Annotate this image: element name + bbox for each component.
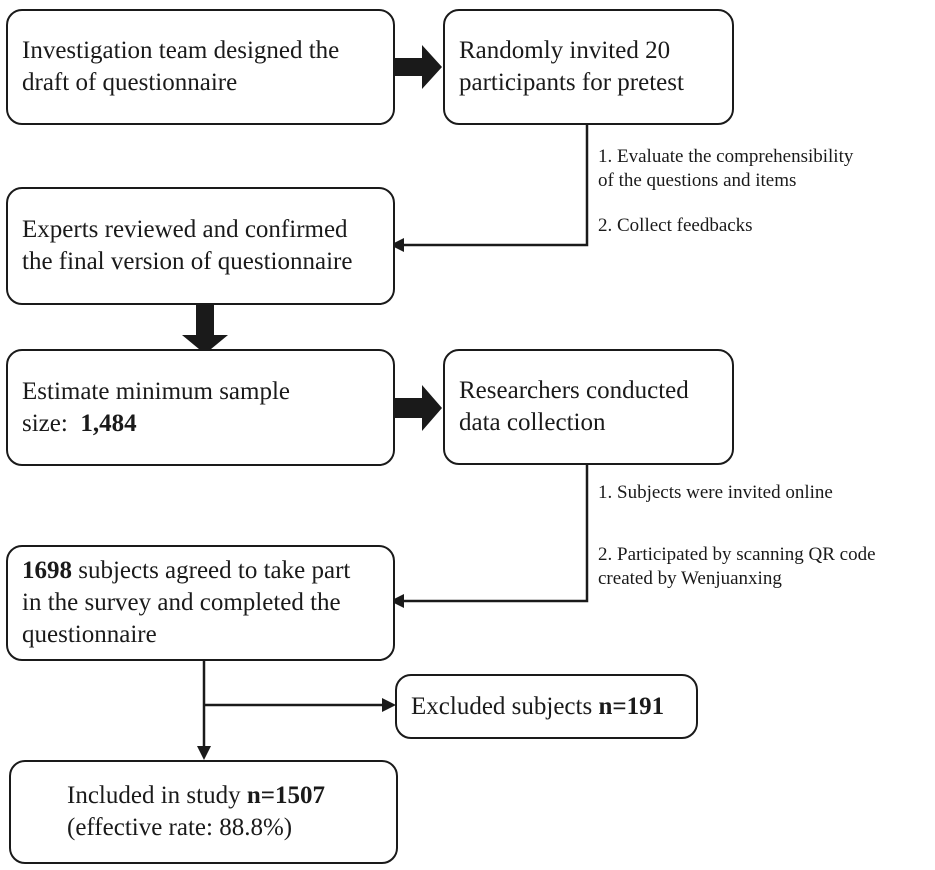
note-collection-step1-text: 1. Subjects were invited online	[598, 482, 833, 503]
arrowhead-agreed	[390, 594, 404, 608]
note-pretest-step1-line1: 1. Evaluate the comprehensibility	[598, 146, 854, 167]
node-agreed-line1-suffix: subjects agreed to take part	[72, 557, 351, 584]
node-excluded: Excluded subjects n=191	[395, 674, 698, 739]
block-arrow-review-to-sample	[182, 305, 228, 354]
node-included-line2: (effective rate: 88.8%)	[67, 814, 293, 841]
note-collection-step2: 2. Participated by scanning QR code crea…	[598, 543, 876, 591]
block-arrow-design-to-pretest	[395, 45, 442, 89]
note-pretest-step1: 1. Evaluate the comprehensibility of the…	[598, 145, 853, 193]
connector-collection-to-agreed	[400, 465, 589, 603]
node-sample-size-line2: size: 1,484	[22, 408, 379, 440]
node-data-collection-line1: Researchers conducted	[459, 377, 689, 404]
connector-pretest-to-review	[400, 125, 589, 247]
node-data-collection: Researchers conducted data collection	[443, 349, 734, 465]
node-included-value: n=1507	[246, 782, 325, 809]
node-pretest-line1: Randomly invited 20	[459, 37, 671, 64]
node-expert-review-line1: Experts reviewed and confirmed	[22, 216, 348, 243]
node-included-line1: Included in study n=1507	[67, 780, 382, 812]
node-sample-size-line1: Estimate minimum sample	[22, 377, 291, 405]
node-agreed-line1: 1698 subjects agreed to take part	[22, 555, 379, 587]
note-pretest-step2-text: 2. Collect feedbacks	[598, 215, 753, 236]
block-arrow-sample-to-collection	[395, 385, 442, 431]
arrowhead-excluded	[382, 698, 396, 712]
node-sample-size: Estimate minimum sample size: 1,484	[6, 349, 395, 466]
node-excluded-label: Excluded subjects	[411, 692, 599, 720]
node-excluded-line: Excluded subjects n=191	[411, 691, 682, 723]
node-agreed-line3: questionnaire	[22, 621, 157, 648]
node-expert-review: Experts reviewed and confirmed the final…	[6, 187, 395, 305]
node-design-draft-line1: Investigation team designed the	[22, 37, 340, 64]
node-design-draft: Investigation team designed the draft of…	[6, 9, 395, 125]
node-excluded-value: n=191	[598, 692, 665, 720]
node-sample-size-prefix: size:	[22, 409, 81, 437]
note-pretest-step2: 2. Collect feedbacks	[598, 214, 753, 238]
node-pretest: Randomly invited 20 participants for pre…	[443, 9, 734, 125]
node-included-label: Included in study	[67, 782, 247, 809]
note-pretest-step1-line2: of the questions and items	[598, 170, 797, 191]
node-sample-size-value: 1,484	[80, 409, 137, 437]
node-data-collection-line2: data collection	[459, 409, 606, 436]
node-agreed-count: 1698	[22, 557, 72, 584]
arrowhead-included	[197, 746, 211, 760]
node-agreed: 1698 subjects agreed to take part in the…	[6, 545, 395, 661]
node-design-draft-line2: draft of questionnaire	[22, 69, 238, 96]
note-collection-step2-line2: created by Wenjuanxing	[598, 568, 782, 589]
node-agreed-line2: in the survey and completed the	[22, 589, 341, 616]
note-collection-step1: 1. Subjects were invited online	[598, 481, 833, 505]
arrowhead-review	[390, 238, 404, 252]
node-included: Included in study n=1507 (effective rate…	[9, 760, 398, 864]
node-expert-review-line2: the final version of questionnaire	[22, 248, 353, 275]
node-pretest-line2: participants for pretest	[459, 69, 684, 96]
note-collection-step2-line1: 2. Participated by scanning QR code	[598, 544, 876, 565]
